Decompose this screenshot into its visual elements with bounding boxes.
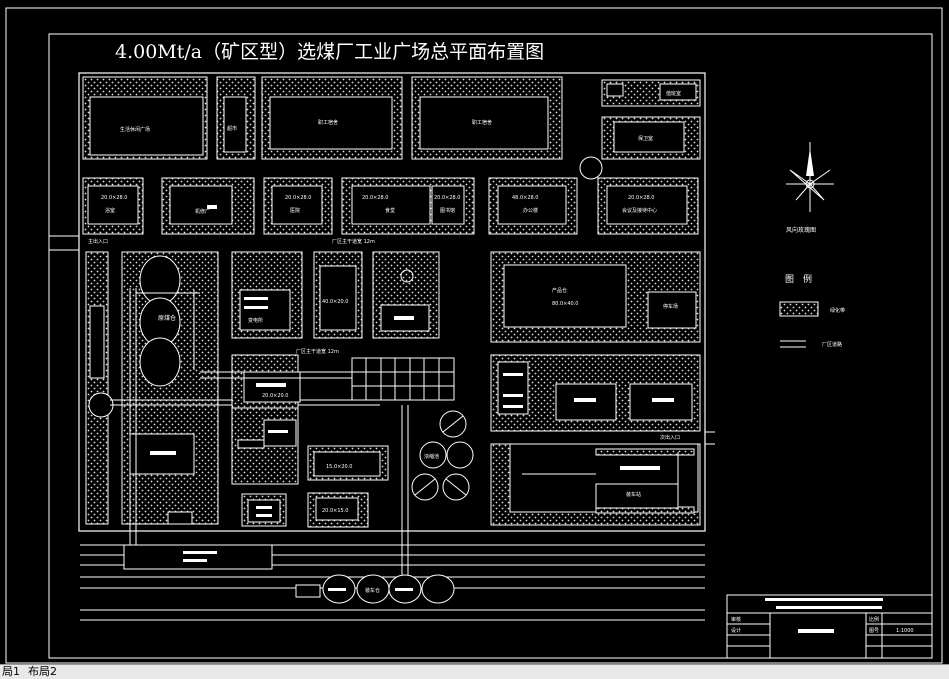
dim-meeting: 20.0×28.0: [628, 195, 654, 201]
zone-water: 15.0×20.0: [307, 445, 389, 481]
label-meeting: 会议及接待中心: [622, 207, 657, 214]
tb-label-2: 设计: [731, 627, 741, 634]
sheet-inner-frame: [48, 33, 933, 659]
legend-item-green: 绿化带: [830, 307, 845, 314]
zone-main-low: 20.0×20.0: [200, 354, 352, 416]
label-clinic: 医院: [290, 207, 300, 214]
compass-label: 风向玫瑰图: [786, 226, 816, 234]
dim-bath: 20.0×28.0: [101, 195, 127, 201]
label-square: 生活休闲广场: [120, 126, 150, 133]
dim-main-low: 20.0×20.0: [262, 393, 288, 399]
zone-guard: 保卫室: [601, 116, 701, 160]
zone-rail-yard: 装车站: [490, 443, 701, 526]
label-guard: 保卫室: [638, 135, 653, 142]
zone-store2: [372, 251, 440, 339]
site-boundary: [78, 72, 706, 532]
zone-meeting: 20.0×28.0 会议及接待中心: [597, 177, 699, 235]
dim-load-low: 20.0×15.0: [322, 508, 348, 514]
label-dorm1: 职工宿舍: [318, 119, 338, 126]
dim-stockyard: 80.0×40.0: [552, 301, 578, 307]
tb-scale: 1:1000: [896, 628, 914, 634]
road-label-2: 厂区主干道宽 12m: [296, 348, 339, 355]
label-store: 超市: [227, 125, 237, 132]
zone-sub: 变电所: [231, 251, 303, 339]
cad-drawing-canvas[interactable]: 4.00Mt/a（矿区型）选煤厂工业广场总平面布置图 生活休闲广场 超市 职工宿…: [0, 0, 949, 664]
label-stockyard: 产品仓: [552, 287, 567, 294]
gate-label-secondary: 次出入口: [660, 434, 680, 441]
tb-label-1: 审核: [731, 616, 741, 623]
zone-dorm2: 职工宿舍: [411, 76, 563, 160]
zone-load-low: 20.0×15.0: [241, 492, 369, 528]
label-load: 装车仓: [365, 587, 380, 594]
label-library: 图书馆: [440, 207, 455, 214]
zone-bath: 20.0×28.0 浴室: [82, 177, 144, 235]
label-shop: 机修厂: [195, 208, 210, 215]
dim-boiler: 40.0×20.0: [322, 299, 348, 305]
main-building-grid: [351, 357, 455, 401]
sheet-outer-frame: [5, 7, 943, 664]
zone-silo: 原煤仓: [121, 251, 219, 525]
thickener-small: [88, 392, 114, 418]
zone-shop: 机修厂: [161, 177, 255, 235]
legend-swatch-green: [779, 301, 819, 317]
zone-store: 超市: [216, 76, 256, 160]
dim-office: 48.0×28.0: [512, 195, 538, 201]
label-duty: 值班室: [666, 90, 681, 97]
drawing-title: 4.00Mt/a（矿区型）选煤厂工业广场总平面布置图: [115, 41, 544, 63]
zone-office: 48.0×28.0 办公楼: [488, 177, 578, 235]
zone-canteen: 20.0×28.0 食堂 20.0×28.0 图书馆: [341, 177, 475, 235]
gate-label-main: 主出入口: [88, 238, 108, 245]
label-sub: 变电所: [248, 317, 263, 324]
zone-top-left: 生活休闲广场: [82, 76, 208, 160]
zone-clinic: 20.0×28.0 医院: [263, 177, 333, 235]
zone-rightmid: [490, 354, 701, 432]
shop-marker: [207, 205, 217, 209]
label-park: 停车场: [663, 303, 678, 310]
dim-canteen: 20.0×28.0: [362, 195, 388, 201]
tab-layout2[interactable]: 布局2: [28, 665, 57, 678]
label-office: 办公楼: [523, 207, 538, 214]
zone-left-strip: [85, 251, 109, 525]
dim-library: 20.0×28.0: [434, 195, 460, 201]
title-block: 审核 设计 比例 图号 1:1000: [726, 594, 933, 659]
road-label-1: 厂区主干道宽 12m: [332, 238, 375, 245]
load-silos: 装车仓: [295, 574, 455, 604]
label-rail: 装车站: [626, 491, 641, 498]
thickener-group: 浓缩池: [411, 410, 474, 501]
label-dorm2: 职工宿舍: [472, 119, 492, 126]
label-bath: 浴室: [105, 207, 115, 214]
legend-title: 图 例: [785, 273, 812, 285]
tab-layout1[interactable]: 局1: [2, 665, 20, 678]
zone-duty: 值班室: [601, 79, 701, 107]
roundabout: [579, 156, 603, 180]
zone-dorm1: 职工宿舍: [261, 76, 403, 160]
zone-stockyard: 产品仓 80.0×40.0 停车场: [490, 251, 701, 343]
zone-boiler: 40.0×20.0: [313, 251, 363, 339]
tb-label-4: 图号: [869, 628, 879, 634]
label-thickener: 浓缩池: [424, 453, 439, 460]
label-canteen: 食堂: [385, 207, 395, 214]
dim-water: 15.0×20.0: [326, 464, 352, 470]
compass-rose-icon: [786, 142, 834, 212]
tb-label-3: 比例: [869, 616, 879, 623]
zone-main-low2: [231, 407, 299, 485]
legend-item-road: 厂区道路: [822, 341, 842, 348]
label-silo: 原煤仓: [158, 314, 176, 322]
layout-tab-bar: 局1 布局2: [0, 664, 949, 679]
dim-clinic: 20.0×28.0: [285, 195, 311, 201]
